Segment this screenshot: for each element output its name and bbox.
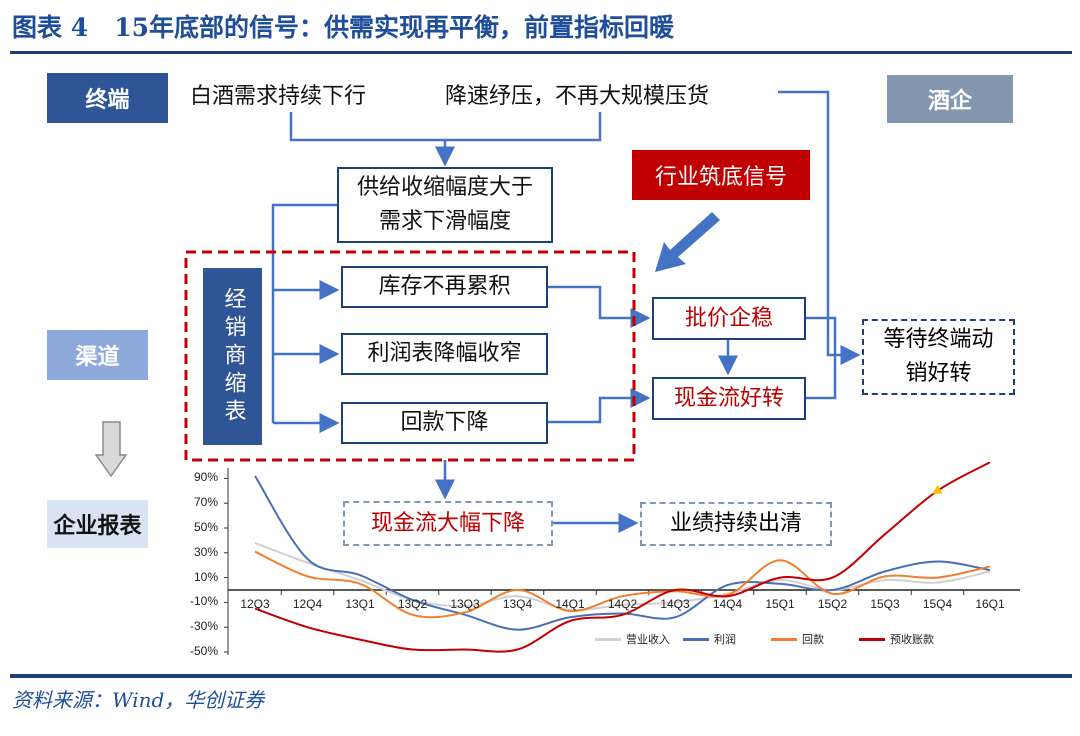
y-tick-label: 10%	[193, 569, 218, 584]
title-divider	[10, 51, 1072, 54]
liquor-company-label: 酒企	[887, 75, 1013, 123]
y-tick-label: 70%	[193, 495, 218, 510]
x-tick-label: 14Q4	[712, 597, 743, 611]
legend-label: 利润	[714, 633, 736, 646]
y-tick-label: 30%	[193, 544, 218, 559]
series-line-利润	[254, 475, 991, 631]
legend-item: 回款	[771, 631, 824, 647]
supply-box: 供给收缩幅度大于需求下滑幅度	[337, 167, 553, 243]
x-tick-label: 16Q1	[975, 597, 1005, 611]
y-tick-label: -30%	[189, 619, 218, 634]
series-line-预收账款	[254, 462, 991, 653]
legend-label: 回款	[802, 633, 824, 646]
y-tick-label: -10%	[189, 594, 218, 609]
legend-label: 预收账款	[890, 633, 934, 646]
x-tick-label: 13Q2	[397, 597, 428, 611]
marker-triangle	[932, 484, 943, 494]
x-tick-label: 15Q1	[765, 597, 795, 611]
legend-label: 营业收入	[626, 633, 670, 646]
signal-box: 行业筑底信号	[632, 150, 810, 200]
legend-item: 营业收入	[595, 631, 670, 647]
down-arrow-icon	[94, 421, 128, 478]
series-line-回款	[254, 550, 991, 619]
destock-text: 降速纾压，不再大规模压货	[445, 84, 710, 109]
x-tick-label: 14Q2	[607, 597, 638, 611]
y-tick-label: 50%	[193, 520, 218, 534]
demand-text: 白酒需求持续下行	[190, 84, 367, 109]
y-tick-label: -50%	[189, 644, 218, 658]
legend-item: 利润	[683, 631, 736, 647]
source-note: 资料来源：Wind，华创证券	[12, 688, 265, 712]
legend-swatch	[771, 637, 797, 641]
x-tick-label: 14Q3	[660, 597, 690, 611]
x-tick-label: 13Q4	[502, 597, 533, 611]
report-label: 企业报表	[47, 500, 148, 548]
cash-drop-box: 现金流大幅下降	[343, 501, 553, 546]
dealer-item: 库存不再累积	[341, 266, 548, 308]
x-tick-label: 15Q4	[922, 597, 953, 611]
x-tick-label: 15Q2	[817, 597, 848, 611]
figure-title: 图表 4 15年底部的信号：供需实现再平衡，前置指标回暖	[12, 13, 675, 42]
footer-divider	[10, 674, 1072, 678]
dealer-box: 经销商缩表	[203, 268, 262, 445]
legend-swatch	[595, 637, 621, 641]
signal-arrow-icon	[655, 212, 722, 272]
x-tick-label: 15Q3	[870, 597, 900, 611]
y-tick-label: 90%	[193, 470, 218, 485]
dealer-item: 回款下降	[341, 402, 548, 444]
x-tick-label: 13Q3	[450, 597, 480, 611]
x-tick-label: 14Q1	[555, 597, 585, 611]
price-box: 批价企稳	[652, 297, 806, 340]
x-tick-label: 12Q4	[292, 597, 323, 611]
dealer-item: 利润表降幅收窄	[341, 333, 548, 375]
wait-box: 等待终端动销好转	[862, 319, 1015, 395]
legend-item: 预收账款	[859, 631, 934, 647]
x-tick-label: 13Q1	[345, 597, 375, 611]
cashflow-box: 现金流好转	[652, 377, 806, 420]
clearing-box: 业绩持续出清	[640, 502, 832, 546]
x-tick-label: 12Q3	[240, 597, 270, 611]
legend-swatch	[683, 637, 709, 641]
legend-swatch	[859, 637, 885, 641]
terminal-label: 终端	[47, 73, 168, 123]
channel-label: 渠道	[47, 330, 148, 380]
